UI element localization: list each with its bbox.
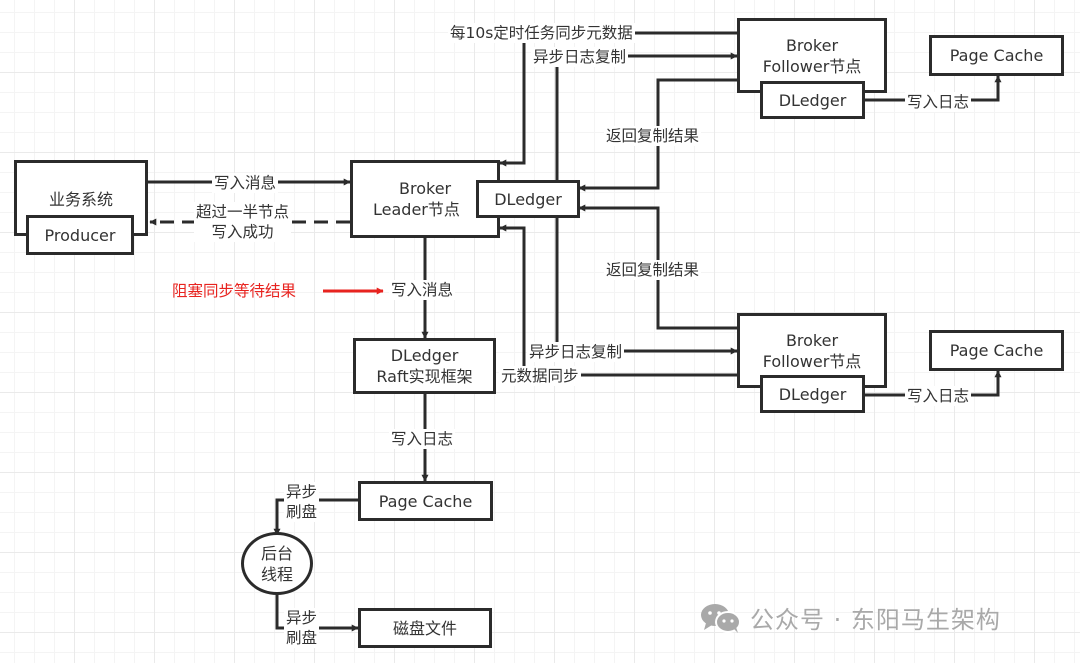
label-async-flush-1-line1: 异步	[286, 483, 318, 501]
label-write-message-to-leader: 写入消息	[212, 173, 279, 193]
follower1-dledger-label: DLedger	[778, 90, 847, 110]
label-write-log-leader: 写入日志	[389, 429, 456, 449]
leader-dledger-label: DLedger	[494, 189, 562, 209]
edge-async-log-replication-bottom	[555, 216, 738, 355]
leader-page-cache-label: Page Cache	[378, 491, 473, 511]
wechat-icon	[701, 603, 741, 633]
producer-node[interactable]: Producer	[26, 215, 134, 255]
watermark: 公众号 · 东阳马生架构	[700, 600, 1001, 635]
follower2-line1: Broker	[785, 331, 839, 350]
follower1-line2: Follower节点	[762, 57, 862, 76]
label-async-flush-1-line2: 刷盘	[286, 503, 318, 521]
label-async-flush-1: 异步 刷盘	[284, 482, 320, 522]
follower1-line1: Broker	[785, 36, 839, 55]
label-blocking-note: 阻塞同步等待结果	[172, 282, 297, 300]
disk-file-label: 磁盘文件	[392, 618, 457, 638]
leader-page-cache-node[interactable]: Page Cache	[358, 481, 493, 521]
label-async-log-replication-bottom: 异步日志复制	[527, 342, 625, 362]
edge-async-flush-2	[275, 594, 359, 632]
label-return-result-top: 返回复制结果	[604, 126, 702, 146]
dledger-raft-node[interactable]: DLedger Raft实现框架	[353, 338, 496, 394]
label-async-log-replication-top: 异步日志复制	[531, 47, 629, 67]
label-async-flush-2-line2: 刷盘	[286, 629, 318, 647]
label-async-flush-2: 异步 刷盘	[284, 608, 320, 648]
label-ack-line2: 写入成功	[211, 223, 274, 241]
label-metadata-sync-bottom: 元数据同步	[499, 366, 581, 386]
disk-file-node[interactable]: 磁盘文件	[358, 608, 492, 648]
label-ack-to-producer: 超过一半节点 写入成功	[194, 202, 292, 242]
leader-dledger-node[interactable]: DLedger	[476, 180, 580, 218]
label-return-result-bottom: 返回复制结果	[604, 260, 702, 280]
follower2-page-cache-label: Page Cache	[949, 341, 1044, 360]
label-metadata-sync-timer: 每10s定时任务同步元数据	[448, 23, 635, 43]
raft-line1: DLedger	[390, 346, 459, 365]
background-thread-node[interactable]: 后台 线程	[241, 532, 313, 595]
label-ack-line1: 超过一半节点	[196, 203, 290, 221]
follower2-dledger-node[interactable]: DLedger	[760, 375, 865, 413]
label-write-message-to-raft: 写入消息	[389, 280, 456, 300]
label-write-log-follower2: 写入日志	[905, 386, 972, 406]
label-write-log-follower1: 写入日志	[905, 92, 972, 112]
background-thread-line1: 后台	[260, 543, 293, 563]
label-async-flush-2-line1: 异步	[286, 609, 318, 627]
edge-metadata-sync-bottom	[499, 224, 737, 377]
edge-async-flush-1	[273, 498, 358, 536]
background-thread-line2: 线程	[260, 564, 293, 584]
business-system-label: 业务系统	[48, 190, 113, 209]
producer-label: Producer	[44, 225, 116, 245]
follower1-page-cache-node[interactable]: Page Cache	[929, 35, 1064, 76]
follower1-dledger-node[interactable]: DLedger	[760, 81, 865, 119]
broker-leader-line2: Leader节点	[373, 200, 460, 219]
watermark-text: 公众号 · 东阳马生架构	[750, 606, 1001, 634]
follower2-line2: Follower节点	[762, 352, 862, 371]
follower1-page-cache-label: Page Cache	[949, 46, 1044, 65]
edge-async-log-replication-top	[555, 52, 738, 182]
raft-line2: Raft实现框架	[376, 367, 473, 386]
broker-leader-line1: Broker	[399, 179, 452, 198]
follower2-dledger-label: DLedger	[778, 384, 847, 404]
follower2-page-cache-node[interactable]: Page Cache	[929, 330, 1064, 371]
